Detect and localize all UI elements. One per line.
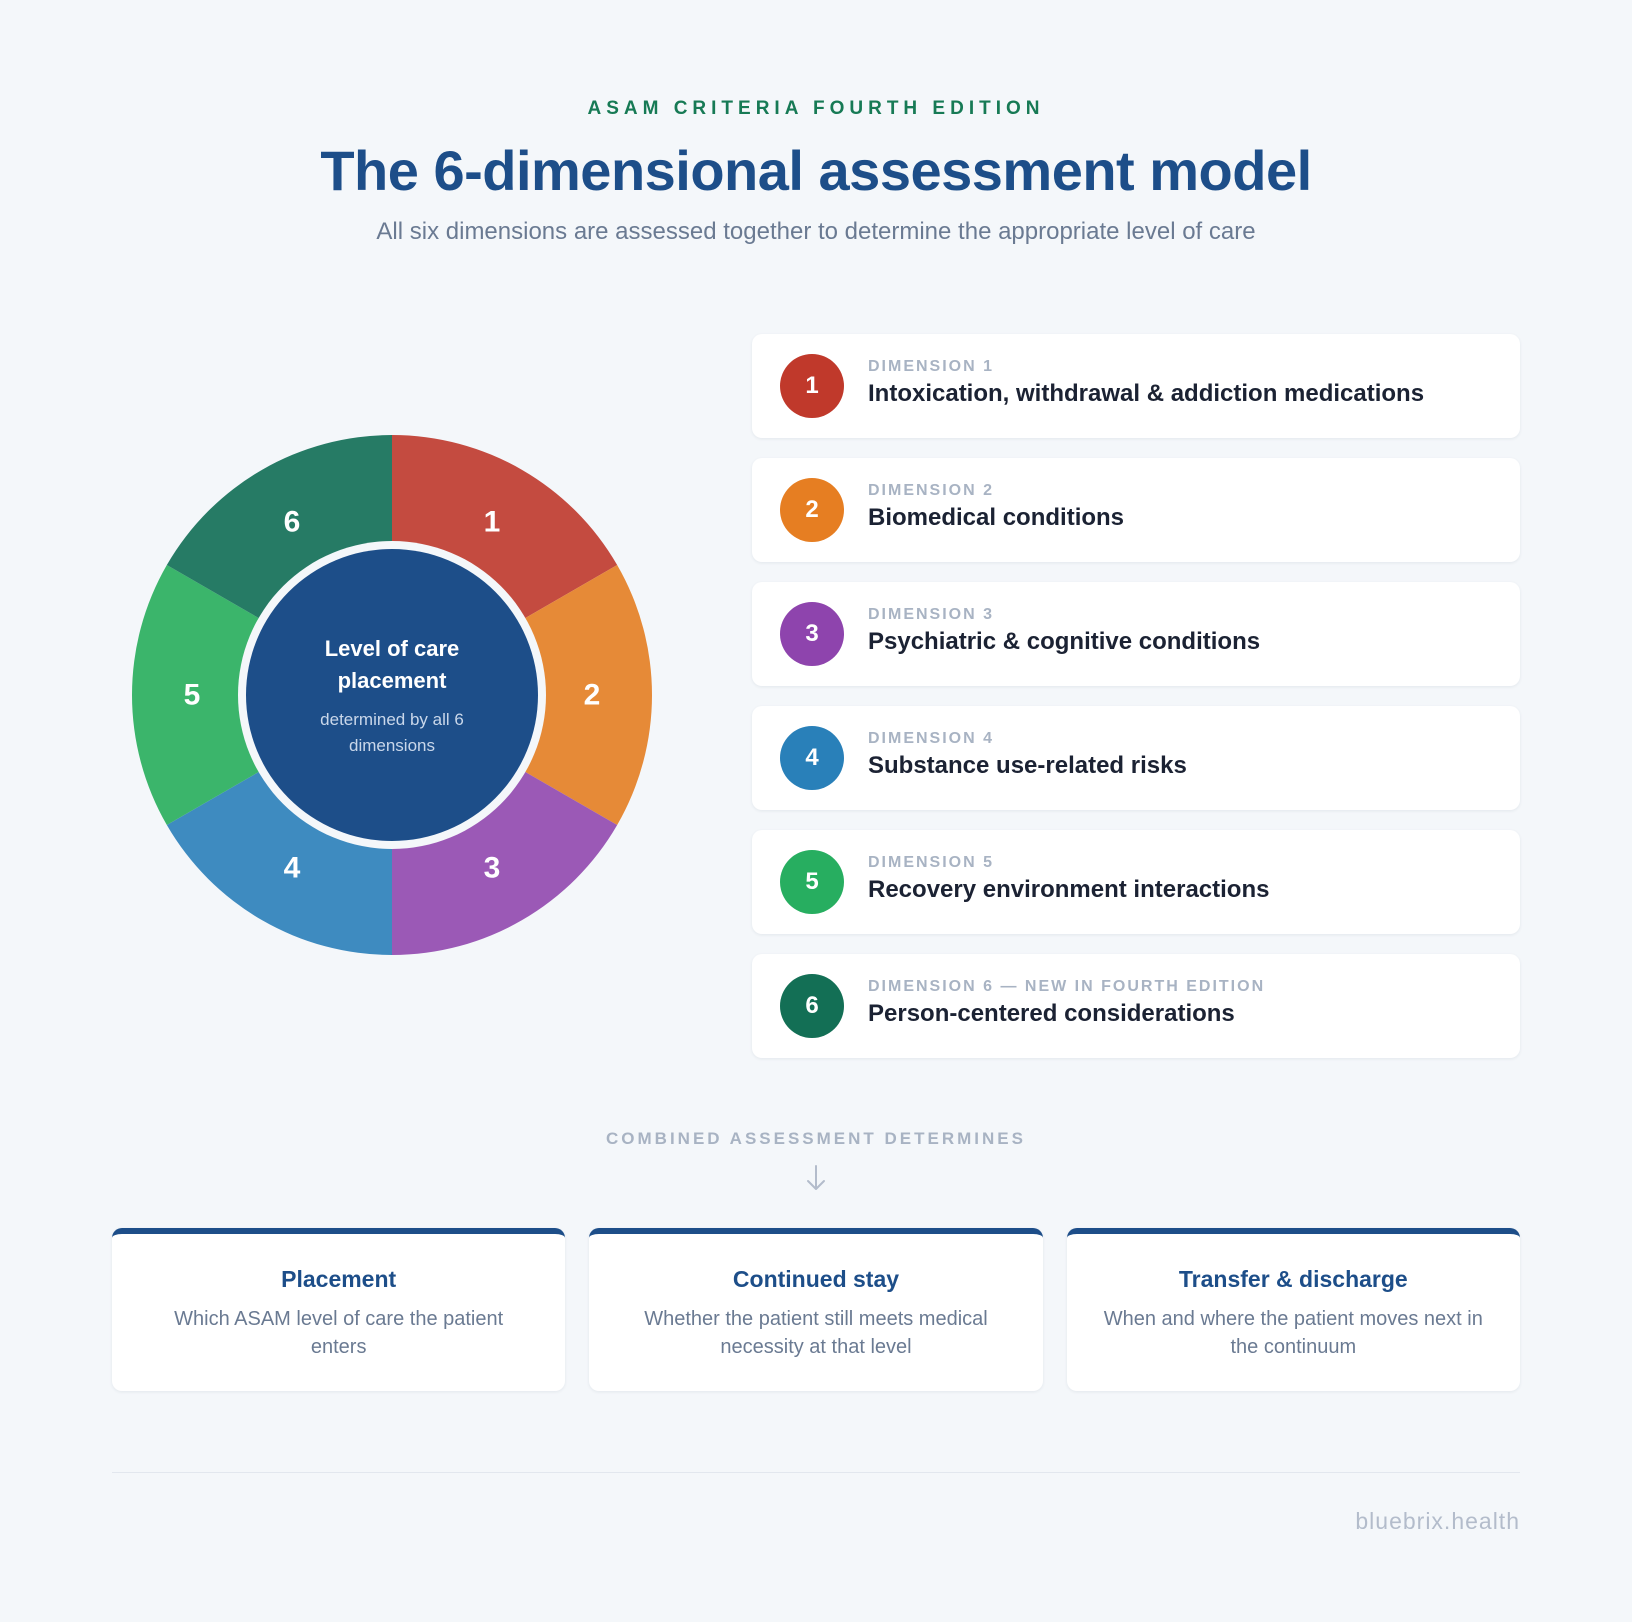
wheel-segment-label-4: 4 [284, 852, 301, 885]
dimension-card-5: 5 DIMENSION 5 Recovery environment inter… [752, 830, 1520, 934]
footer-brand: bluebrix.health [1355, 1508, 1520, 1534]
wheel-segment-label-3: 3 [484, 852, 501, 885]
dimension-label: DIMENSION 5 [868, 854, 995, 871]
outcome-cards: Placement Which ASAM level of care the p… [112, 1228, 1520, 1391]
dimension-number-badge: 6 [780, 974, 844, 1038]
eyebrow: ASAM CRITERIA FOURTH EDITION [587, 98, 1045, 119]
dimension-number-badge: 2 [780, 478, 844, 542]
dimension-number-badge: 1 [780, 354, 844, 418]
dimension-name: Substance use-related risks [868, 752, 1187, 779]
wheel-segment-label-2: 2 [584, 679, 601, 712]
wheel-center: Level of care placement determined by al… [242, 546, 542, 846]
outcome-description: Whether the patient still meets medical … [644, 1308, 988, 1358]
dimension-card-1: 1 DIMENSION 1 Intoxication, withdrawal &… [752, 334, 1520, 438]
dimension-name: Recovery environment interactions [868, 876, 1270, 903]
dimension-card-3: 3 DIMENSION 3 Psychiatric & cognitive co… [752, 582, 1520, 686]
combined-assessment-label: COMBINED ASSESSMENT DETERMINES [606, 1129, 1026, 1148]
dimension-card-2: 2 DIMENSION 2 Biomedical conditions [752, 458, 1520, 562]
page-subtitle: All six dimensions are assessed together… [376, 218, 1256, 245]
dimension-label: DIMENSION 1 [868, 358, 995, 375]
wheel-segment-4 [166, 770, 392, 955]
wheel-segment-3 [392, 770, 618, 955]
wheel-segment-5 [131, 565, 263, 825]
dimension-name: Biomedical conditions [868, 504, 1125, 531]
outcome-description: When and where the patient moves next in… [1103, 1308, 1483, 1358]
dimension-label: DIMENSION 2 [868, 482, 995, 499]
dimension-wheel: 1 2 3 4 5 6 [131, 435, 652, 955]
dimension-card-4: 4 DIMENSION 4 Substance use-related risk… [752, 706, 1520, 810]
dimension-number-badge: 3 [780, 602, 844, 666]
outcome-title: Placement [281, 1266, 397, 1292]
wheel-center-title: Level of care placement [324, 636, 460, 693]
outcome-card-continued-stay: Continued stay Whether the patient still… [589, 1228, 1043, 1391]
outcome-card-transfer-discharge: Transfer & discharge When and where the … [1066, 1228, 1520, 1391]
arrow-down-icon [807, 1165, 825, 1190]
dimension-name: Psychiatric & cognitive conditions [868, 628, 1261, 655]
footer-divider [112, 1472, 1520, 1473]
dimension-number-badge: 5 [780, 850, 844, 914]
dimension-name: Person-centered considerations [868, 1000, 1235, 1027]
outcome-title: Transfer & discharge [1178, 1266, 1408, 1292]
dimension-number-badge: 4 [780, 726, 844, 790]
wheel-segment-label-1: 1 [484, 505, 501, 538]
dimension-label: DIMENSION 4 [868, 730, 995, 747]
wheel-segment-6 [166, 435, 392, 620]
wheel-center-subtitle: determined by all 6 dimensions [320, 710, 464, 755]
dimension-label: DIMENSION 3 [868, 606, 995, 623]
page-title: The 6-dimensional assessment model [320, 139, 1312, 202]
outcome-description: Which ASAM level of care the patient ent… [174, 1308, 504, 1358]
wheel-center-disc [246, 549, 538, 841]
wheel-segment-label-6: 6 [284, 505, 301, 538]
wheel-segment-label-5: 5 [184, 679, 201, 712]
dimension-list: 1 DIMENSION 1 Intoxication, withdrawal &… [752, 334, 1520, 1078]
wheel-segment-2 [521, 565, 652, 825]
dimension-card-6: 6 DIMENSION 6 — NEW IN FOURTH EDITION Pe… [752, 954, 1520, 1058]
dimension-name: Intoxication, withdrawal & addiction med… [868, 380, 1425, 407]
outcome-title: Continued stay [732, 1266, 900, 1292]
dimension-label: DIMENSION 6 — NEW IN FOURTH EDITION [868, 978, 1266, 995]
wheel-segment-1 [392, 435, 618, 620]
outcome-card-placement: Placement Which ASAM level of care the p… [112, 1228, 566, 1391]
